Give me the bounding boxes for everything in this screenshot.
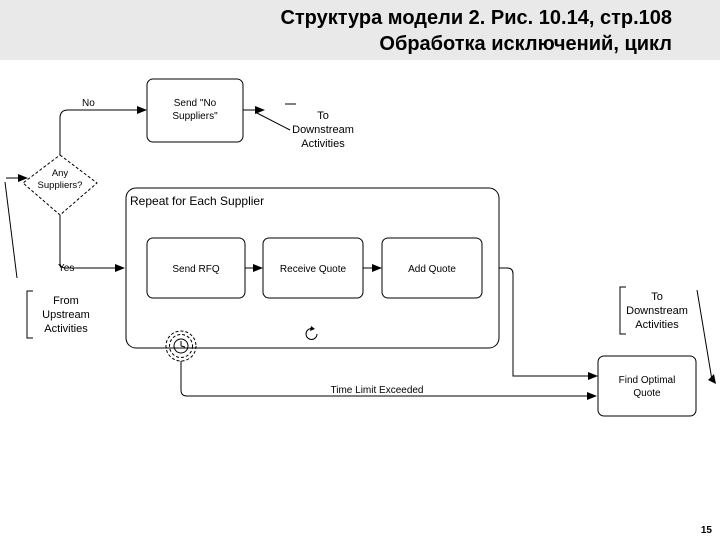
title-band	[0, 0, 720, 60]
offpage-to-downstream-top-3: Activities	[301, 138, 345, 150]
offpage-to-downstream-right-2: Downstream	[626, 305, 688, 317]
offpage-to-downstream-top-1: To	[317, 110, 329, 122]
flow-from-upstream	[4, 174, 28, 279]
task-send-no-suppliers: Send "No Suppliers"	[146, 78, 244, 143]
gateway-any-suppliers: Any Suppliers?	[22, 154, 98, 216]
offpage-from-upstream: From Upstream Activities	[26, 290, 90, 339]
gateway-label-1: Any	[52, 168, 69, 179]
flow-no-label: No	[82, 98, 95, 109]
task-find-optimal-quote-label-1: Find Optimal	[619, 375, 676, 386]
flow-time-limit: Time Limit Exceeded	[180, 361, 597, 400]
task-send-rfq: Send RFQ	[146, 237, 246, 299]
task-find-optimal-quote: Find Optimal Quote	[597, 355, 697, 417]
task-receive-quote-label: Receive Quote	[280, 264, 347, 275]
flow-time-limit-label: Time Limit Exceeded	[331, 385, 424, 396]
page-number: 15	[701, 525, 713, 536]
flow-rfq-to-receive	[245, 264, 263, 272]
task-send-no-suppliers-label-2: Suppliers"	[172, 111, 218, 122]
offpage-from-upstream-2: Upstream	[42, 309, 90, 321]
timer-event	[165, 330, 197, 362]
slide-subtitle: Обработка исключений, цикл	[379, 33, 672, 55]
offpage-to-downstream-top-2: Downstream	[292, 124, 354, 136]
task-send-rfq-label: Send RFQ	[172, 264, 219, 275]
task-send-no-suppliers-label-1: Send "No	[174, 98, 217, 109]
offpage-to-downstream-right: To Downstream Activities	[619, 286, 688, 335]
task-add-quote-label: Add Quote	[408, 264, 456, 275]
offpage-from-upstream-1: From	[53, 295, 79, 307]
offpage-to-downstream-right-1: To	[651, 291, 663, 303]
flow-loop-to-find	[499, 267, 598, 380]
flow-to-downstream-top	[243, 103, 296, 131]
task-add-quote: Add Quote	[381, 237, 483, 299]
task-receive-quote: Receive Quote	[262, 237, 364, 299]
flow-receive-to-add	[363, 264, 382, 272]
flow-yes: Yes	[58, 215, 125, 274]
flow-no: No	[59, 98, 147, 155]
loop-label: Repeat for Each Supplier	[130, 194, 264, 208]
offpage-from-upstream-3: Activities	[44, 323, 88, 335]
slide-title: Структура модели 2. Рис. 10.14, стр.108	[280, 7, 672, 29]
loop-marker-icon	[305, 328, 318, 340]
flow-to-downstream-right	[696, 289, 716, 384]
clock-icon	[173, 338, 189, 354]
gateway-label-2: Suppliers?	[38, 180, 83, 191]
flow-yes-label: Yes	[58, 263, 74, 274]
offpage-to-downstream-top: To Downstream Activities	[292, 110, 354, 150]
offpage-to-downstream-right-3: Activities	[635, 319, 679, 331]
task-find-optimal-quote-label-2: Quote	[633, 388, 661, 399]
